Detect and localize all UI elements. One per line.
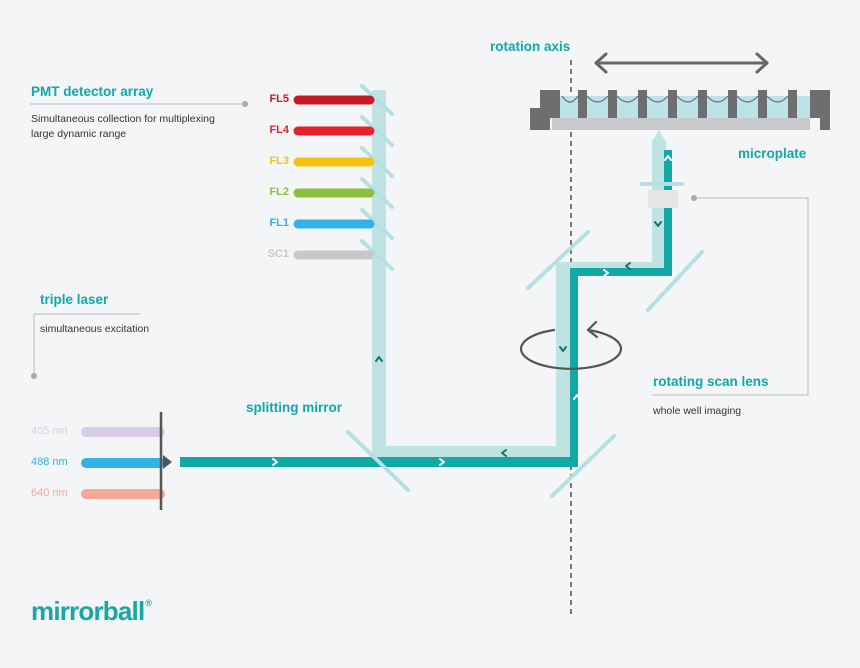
scan-lens-box xyxy=(648,190,678,208)
microplate-label: microplate xyxy=(738,146,807,161)
pmt-array-subtitle-2: large dynamic range xyxy=(31,128,127,140)
rotating-scan-lens-subtitle: whole well imaging xyxy=(653,405,742,417)
logo-text: mirrorball xyxy=(31,596,145,626)
callout-lines xyxy=(30,103,809,396)
rotating-scan-lens-title: rotating scan lens xyxy=(653,374,769,389)
plate-motion-arrow xyxy=(594,52,769,74)
detector-label-sc1: SC1 xyxy=(267,248,289,260)
logo-registered-mark: ® xyxy=(145,598,152,608)
laser-output-arrow xyxy=(163,455,172,469)
rotation-axis-label: rotation axis xyxy=(490,39,571,54)
detector-label-fl3: FL3 xyxy=(269,155,289,167)
laser-label-405nm: 405 nm xyxy=(31,425,68,437)
mirrorball-logo: mirrorball® xyxy=(31,596,152,626)
triple-laser-subtitle: simultaneous excitation xyxy=(40,323,150,335)
microplate-shape xyxy=(530,90,830,130)
mirrors xyxy=(346,84,704,498)
pmt-array-title: PMT detector array xyxy=(31,84,154,99)
direction-chevrons xyxy=(272,155,672,466)
triple-laser-title: triple laser xyxy=(40,292,109,307)
rotation-arrow xyxy=(519,320,623,370)
detector-label-fl4: FL4 xyxy=(269,124,289,136)
pmt-array-subtitle-1: Simultaneous collection for multiplexing xyxy=(31,113,215,125)
laser-label-640nm: 640 nm xyxy=(31,487,68,499)
detector-label-fl1: FL1 xyxy=(269,217,289,229)
splitting-mirror-label: splitting mirror xyxy=(246,400,343,415)
laser-label-488nm: 488 nm xyxy=(31,456,68,468)
callout-dots xyxy=(31,101,697,379)
detector-label-fl5: FL5 xyxy=(269,93,289,105)
detector-label-fl2: FL2 xyxy=(269,186,289,198)
